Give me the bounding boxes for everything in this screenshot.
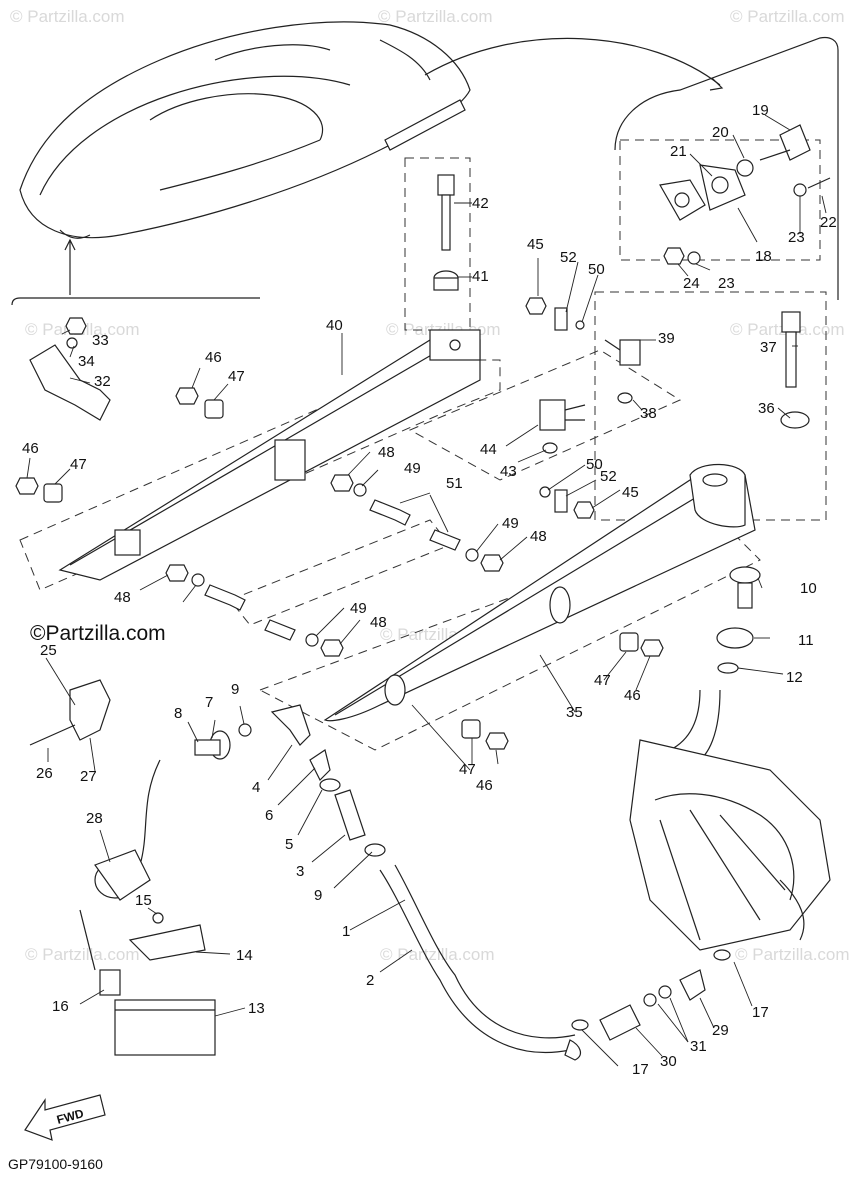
- callout-number: 23: [718, 275, 735, 292]
- callout-number: 25: [40, 642, 57, 659]
- callout-number: 24: [683, 275, 700, 292]
- callout-number: 41: [472, 268, 489, 285]
- watermark: © Partzilla.com: [10, 7, 125, 26]
- rail-40: [58, 329, 481, 581]
- callout-number: 47: [228, 368, 245, 385]
- callout-number: 7: [205, 694, 213, 711]
- rail-35: [323, 463, 756, 722]
- left-parts: [29, 317, 231, 1056]
- callout-number: 48: [530, 528, 547, 545]
- watermark: © Partzilla.com: [25, 945, 140, 964]
- callout-number: 26: [36, 765, 53, 782]
- callout-number: 34: [78, 353, 95, 370]
- callout-number: 29: [712, 1022, 729, 1039]
- callout-number: 3: [296, 863, 304, 880]
- callout-number: 45: [527, 236, 544, 253]
- fwd-label: FWD: [55, 1106, 85, 1127]
- callout-number: 19: [752, 102, 769, 119]
- callout-number: 23: [788, 229, 805, 246]
- hose-fittings: [238, 704, 731, 1061]
- callout-number: 49: [404, 460, 421, 477]
- callout-number: 35: [566, 704, 583, 721]
- brand-label: ©Partzilla.com: [30, 622, 166, 645]
- jet-pump-housing: [629, 689, 831, 951]
- leader-lines: [26, 114, 827, 1067]
- callout-number: 13: [248, 1000, 265, 1017]
- callout-number: 46: [22, 440, 39, 457]
- callout-number: 17: [752, 1004, 769, 1021]
- callout-number: 14: [236, 947, 253, 964]
- callout-number: 49: [350, 600, 367, 617]
- fwd-arrow: FWD: [24, 1094, 106, 1141]
- callout-number: 21: [670, 143, 687, 160]
- callout-number: 40: [326, 317, 343, 334]
- inset-parts: [659, 124, 831, 265]
- group-brackets: [11, 36, 839, 306]
- watermark: © Partzilla.com: [730, 7, 845, 26]
- callout-number: 28: [86, 810, 103, 827]
- watermark: © Partzilla.com: [378, 7, 493, 26]
- callout-number: 27: [80, 768, 97, 785]
- callout-number: 10: [800, 580, 817, 597]
- watercraft-hull: [19, 21, 724, 295]
- callout-number: 18: [755, 248, 772, 265]
- callout-number: 6: [265, 807, 273, 824]
- callout-number: 48: [114, 589, 131, 606]
- callout-number: 17: [632, 1061, 649, 1078]
- callout-number: 52: [560, 249, 577, 266]
- callout-number: 47: [594, 672, 611, 689]
- callout-number: 51: [446, 475, 463, 492]
- callout-number: 1: [342, 923, 350, 940]
- callout-number: 15: [135, 892, 152, 909]
- callout-number: 20: [712, 124, 729, 141]
- callout-number: 47: [70, 456, 87, 473]
- callout-number: 36: [758, 400, 775, 417]
- callout-number: 8: [174, 705, 182, 722]
- callout-number: 38: [640, 405, 657, 422]
- callout-number: 50: [588, 261, 605, 278]
- callout-number: 5: [285, 836, 293, 853]
- callout-number: 39: [658, 330, 675, 347]
- callout-number: 52: [600, 468, 617, 485]
- callout-number: 43: [500, 463, 517, 480]
- callout-number: 11: [798, 632, 814, 649]
- callout-number: 4: [252, 779, 260, 796]
- callout-number: 44: [480, 441, 497, 458]
- callout-number: 22: [820, 214, 837, 231]
- callout-number: 45: [622, 484, 639, 501]
- watermark: © Partzilla.com: [735, 945, 850, 964]
- callout-number: 30: [660, 1053, 677, 1070]
- callout-number: 31: [690, 1038, 707, 1055]
- callout-number: 2: [366, 972, 374, 989]
- callout-number: 12: [786, 669, 803, 686]
- callout-number: 46: [205, 349, 222, 366]
- callout-number: 32: [94, 373, 111, 390]
- callout-layer: 1 2 3 4 5 6 7 8 9 9 10 11 12 13 14 15 16…: [22, 102, 837, 1078]
- callout-number: 47: [459, 761, 476, 778]
- callout-number: 9: [314, 887, 322, 904]
- callout-number: 48: [378, 444, 395, 461]
- callout-number: 33: [92, 332, 109, 349]
- callout-number: 49: [502, 515, 519, 532]
- hardware-parts: [15, 174, 810, 750]
- part-code: GP79100-9160: [8, 1156, 103, 1172]
- callout-number: 48: [370, 614, 387, 631]
- callout-number: 46: [624, 687, 641, 704]
- callout-number: 16: [52, 998, 69, 1015]
- callout-number: 37: [760, 339, 777, 356]
- callout-number: 50: [586, 456, 603, 473]
- callout-number: 46: [476, 777, 493, 794]
- watermark: © Partzilla.com: [380, 945, 495, 964]
- callout-number: 42: [472, 195, 489, 212]
- callout-number: 9: [231, 681, 239, 698]
